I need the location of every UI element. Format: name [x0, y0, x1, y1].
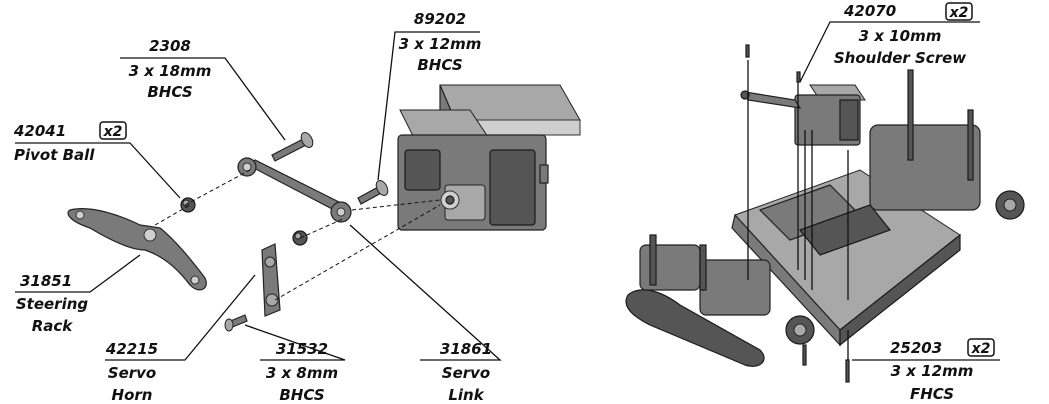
- chassis-servo-illustration: [794, 84, 866, 146]
- qty-25203: x2: [971, 341, 991, 357]
- label-42215-line2: Horn: [112, 386, 153, 404]
- label-42041-number: 42041: [13, 122, 66, 140]
- label-31532-size: 3 x 8mm: [266, 364, 338, 382]
- chassis-screws-illustration: [745, 44, 850, 383]
- rear-suspension-illustration: [869, 69, 1025, 220]
- label-89202-size: 3 x 12mm: [399, 35, 482, 53]
- label-42215-number: 42215: [105, 340, 158, 358]
- label-31851-number: 31851: [20, 272, 72, 290]
- label-89202-number: 89202: [414, 10, 466, 28]
- label-2308-type: BHCS: [147, 83, 192, 101]
- label-42215-line1: Servo: [108, 364, 156, 382]
- screw-2308-illustration: [271, 132, 314, 162]
- qty-badge-42070: [945, 2, 973, 21]
- label-31861-line1: Servo: [442, 364, 490, 382]
- label-25203-number: 25203: [890, 339, 942, 357]
- label-2308-size: 3 x 18mm: [129, 62, 212, 80]
- screw-31532-illustration: [224, 314, 248, 332]
- qty-badge-25203: [967, 338, 995, 357]
- servo-link-illustration: [237, 157, 352, 223]
- label-42041-name: Pivot Ball: [14, 146, 95, 164]
- label-31532-type: BHCS: [279, 386, 324, 404]
- bumper-illustration: [625, 289, 765, 367]
- label-31861-line2: Link: [448, 386, 484, 404]
- label-2308-number: 2308: [149, 37, 191, 55]
- label-25203-size: 3 x 12mm: [891, 362, 974, 380]
- label-31532-number: 31532: [276, 340, 328, 358]
- screw-89202-illustration: [357, 180, 389, 205]
- servo-illustration: [397, 84, 581, 231]
- pivot-ball-illustration: [180, 197, 308, 246]
- qty-badge-42041: [99, 121, 127, 140]
- label-25203-type: FHCS: [910, 385, 954, 403]
- qty-42041: x2: [103, 124, 123, 140]
- label-42070-number: 42070: [843, 2, 896, 20]
- chassis-servo-link-illustration: [740, 90, 802, 109]
- steering-rack-illustration: [67, 208, 207, 291]
- servo-horn-illustration: [261, 243, 281, 317]
- label-31851-line2: Rack: [32, 317, 74, 335]
- label-89202-type: BHCS: [417, 56, 462, 74]
- front-suspension-illustration: [639, 234, 815, 345]
- label-42070-size: 3 x 10mm: [859, 27, 942, 45]
- label-42070-name: Shoulder Screw: [834, 49, 966, 67]
- label-31861-number: 31861: [440, 340, 492, 358]
- qty-42070: x2: [949, 5, 969, 21]
- label-31851-line1: Steering: [16, 295, 89, 313]
